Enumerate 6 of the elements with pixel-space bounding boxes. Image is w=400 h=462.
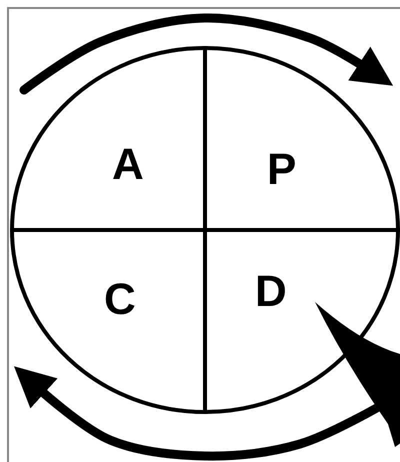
quadrant-letter: C <box>104 278 136 322</box>
pointer-arrow <box>315 302 400 447</box>
arrow <box>20 14 394 94</box>
quadrant-letter: A <box>112 143 144 187</box>
quadrant-letter: P <box>267 148 296 192</box>
quadrant-letter: D <box>255 270 287 314</box>
